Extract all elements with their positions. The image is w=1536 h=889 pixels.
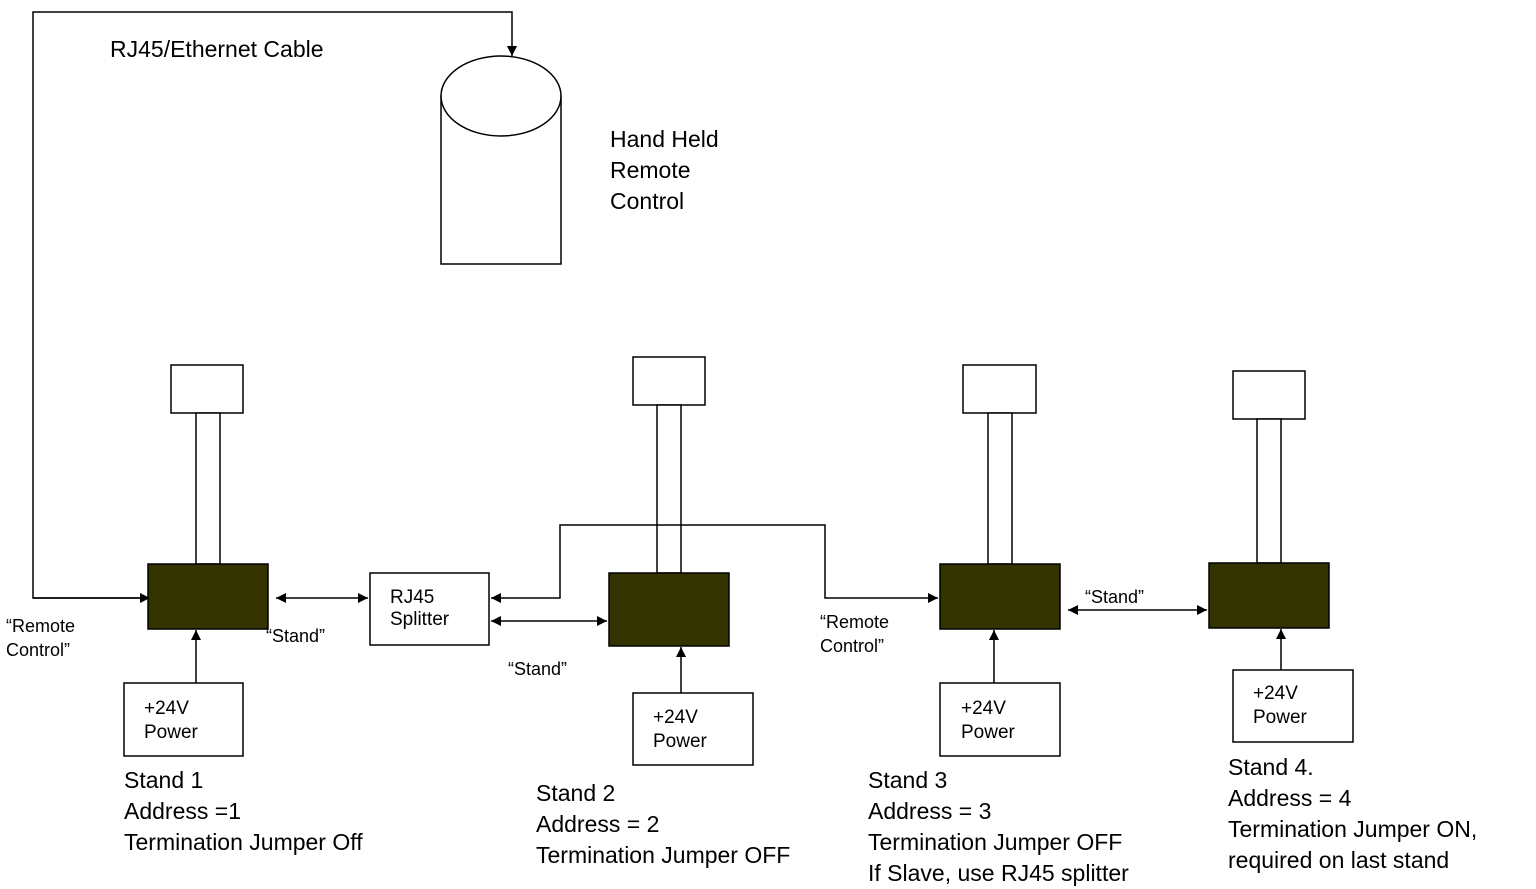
- stand-caption-line: Stand 2: [536, 780, 616, 806]
- stand-caption-line: required on last stand: [1228, 847, 1450, 873]
- power-label-line: Power: [144, 722, 198, 743]
- power-box-3: [939, 682, 1061, 757]
- power-label-line: Power: [1253, 707, 1307, 728]
- port-label-line: Control”: [820, 636, 885, 656]
- stand-caption-line: Termination Jumper OFF: [536, 842, 791, 868]
- stand-1-caption: Stand 1 Address =1 Termination Jumper Of…: [124, 765, 363, 858]
- stand-3-unit: [939, 364, 1061, 630]
- stand-caption-line: Termination Jumper Off: [124, 829, 363, 855]
- port-label-stand-1: “Stand”: [266, 626, 326, 646]
- remote-label-line: Remote: [610, 157, 691, 183]
- link-splitter-stand3: [491, 524, 938, 603]
- stand-caption-line: Address = 2: [536, 811, 660, 837]
- power-label-line: Power: [961, 722, 1015, 743]
- stand-1-base: [147, 563, 269, 630]
- port-label-remote-control-3: “Remote Control”: [820, 610, 889, 658]
- power-box-4: [1232, 669, 1354, 743]
- power-box-2: [632, 692, 754, 766]
- splitter-label-line: Splitter: [390, 609, 450, 630]
- stand-1-unit: [147, 364, 269, 630]
- rj45-splitter-box: [369, 572, 490, 646]
- stand-4-unit: [1208, 370, 1330, 629]
- power-label-line: +24V: [1253, 683, 1298, 704]
- stand-caption-line: Address =1: [124, 798, 241, 824]
- stand-3-base: [939, 563, 1061, 630]
- stand-caption-line: Address = 3: [868, 798, 992, 824]
- stand-caption-line: Stand 1: [124, 767, 204, 793]
- stand-3-caption: Stand 3 Address = 3 Termination Jumper O…: [868, 765, 1129, 889]
- power-label-2: +24V Power: [653, 706, 707, 754]
- power-label-line: +24V: [144, 698, 189, 719]
- port-label-line: “Remote: [820, 612, 890, 632]
- power-label-1: +24V Power: [144, 697, 198, 745]
- remote-label: Hand Held Remote Control: [610, 124, 719, 217]
- power-label-line: +24V: [961, 698, 1006, 719]
- stand-caption-line: Termination Jumper ON,: [1228, 816, 1478, 842]
- power-label-line: +24V: [653, 707, 698, 728]
- port-label-stand-3-4: “Stand”: [1085, 587, 1145, 607]
- power-label-3: +24V Power: [961, 697, 1015, 745]
- power-box-1: [123, 682, 244, 757]
- power-label-line: Power: [653, 731, 707, 752]
- stand-caption-line: Stand 3: [868, 767, 948, 793]
- port-label-remote-control-1: “Remote Control”: [6, 614, 75, 662]
- port-label-stand-2: “Stand”: [508, 659, 568, 679]
- remote-label-line: Control: [610, 188, 685, 214]
- stand-caption-line: Termination Jumper OFF: [868, 829, 1123, 855]
- stand-caption-line: Address = 4: [1228, 785, 1352, 811]
- splitter-label-line: RJ45: [390, 587, 435, 608]
- stand-2-base: [608, 572, 730, 647]
- stand-4-base: [1208, 562, 1330, 629]
- port-label-line: Control”: [6, 640, 71, 660]
- stand-2-unit: [608, 356, 730, 647]
- splitter-label: RJ45 Splitter: [390, 587, 449, 631]
- cable-label: RJ45/Ethernet Cable: [110, 36, 324, 62]
- stand-caption-line: Stand 4.: [1228, 754, 1314, 780]
- stand-4-caption: Stand 4. Address = 4 Termination Jumper …: [1228, 752, 1477, 876]
- stand-2-caption: Stand 2 Address = 2 Termination Jumper O…: [536, 778, 790, 871]
- port-label-line: “Remote: [6, 616, 76, 636]
- hand-held-remote-icon: [440, 55, 562, 265]
- power-label-4: +24V Power: [1253, 682, 1307, 730]
- ethernet-cable: [32, 11, 517, 599]
- stand-caption-line: If Slave, use RJ45 splitter: [868, 860, 1129, 886]
- remote-label-line: Hand Held: [610, 126, 719, 152]
